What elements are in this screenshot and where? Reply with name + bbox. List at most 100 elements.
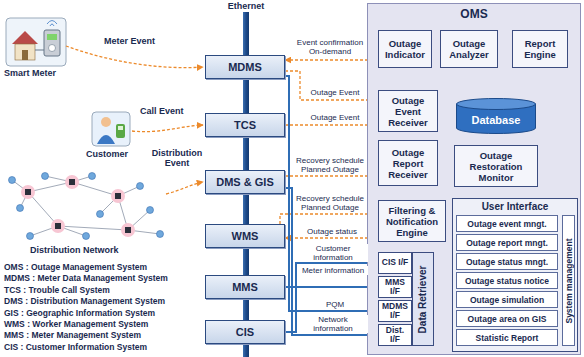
- smart-meter-icon-part: [22, 50, 28, 60]
- house-symbol-part: [89, 173, 96, 180]
- event-arrow: [66, 46, 203, 194]
- box-label: Outage Analyzer: [443, 38, 495, 60]
- box-label: Outage Restoration Monitor: [457, 150, 535, 183]
- menu-item: Outage status notice: [456, 272, 558, 289]
- system-box: TCS: [205, 113, 285, 137]
- menu-item: Statistic Report: [456, 329, 558, 346]
- module-box: Outage Analyzer: [440, 30, 498, 68]
- smart-meter-icon-part: [44, 30, 60, 56]
- event-connector: [285, 59, 378, 60]
- system-box: MDMS: [205, 55, 285, 79]
- customer-icon: [92, 112, 130, 146]
- box-label: Dist. I/F: [381, 326, 409, 345]
- system-box: DMS & GIS: [205, 170, 285, 194]
- data-link: [285, 286, 378, 288]
- event-arrow-part: [132, 125, 203, 132]
- smart-meter-icon-part: [12, 31, 38, 44]
- house-symbol-part: [157, 231, 164, 238]
- transformer-symbol-part: [65, 175, 79, 189]
- house-symbol-part: [27, 233, 34, 240]
- box-label: Outage event mngt.: [467, 219, 546, 229]
- retriever-bar: Data Retriever: [412, 252, 434, 346]
- edge-label: Network information: [298, 315, 368, 333]
- abbreviation: TCS : Trouble Call System: [4, 285, 202, 295]
- ui-panel: User InterfaceOutage event mngt. Outage r…: [452, 198, 578, 352]
- edge-label: Recovery schedule Planned Outage: [294, 194, 366, 212]
- house-symbol-part: [137, 183, 144, 190]
- bus-label: Ethernet: [222, 1, 270, 11]
- house-symbol-part: [83, 233, 90, 240]
- box-label: Outage Report Receiver: [381, 147, 435, 180]
- system-box: CIS: [205, 320, 285, 344]
- box-label: Outage simulation: [470, 295, 544, 305]
- house-symbol-part: [9, 177, 16, 184]
- icon-label: Smart Meter: [4, 68, 74, 78]
- menu-item: Outage report mngt.: [456, 234, 558, 251]
- system-box: WMS: [205, 224, 285, 248]
- transformer-symbol-part: [21, 185, 35, 199]
- box-label: MDMS: [228, 61, 262, 73]
- event-connector: [285, 175, 378, 176]
- box-label: System management: [564, 238, 574, 323]
- edge-label: Recovery schedule Planned Outage: [294, 156, 366, 174]
- module-box: Outage Report Receiver: [378, 140, 438, 186]
- oms-panel: OMSOutage IndicatorOutage AnalyzerReport…: [367, 3, 581, 355]
- data-link: [285, 188, 378, 335]
- distribution-network-part: [28, 182, 128, 230]
- transformer-symbol-part: [111, 189, 125, 203]
- panel-title: User Interface: [482, 201, 549, 212]
- smart-meter-icon-part: [35, 50, 44, 51]
- interface-box: MMS I/F: [378, 276, 412, 298]
- data-link: [285, 76, 378, 311]
- house-symbol-part: [97, 211, 104, 218]
- house-symbol: [9, 173, 164, 240]
- box-label: WMS: [232, 230, 259, 242]
- abbreviation: MMS : Meter Management System: [4, 330, 202, 340]
- box-label: DMS & GIS: [216, 176, 273, 188]
- module-box: Outage Event Receiver: [378, 90, 438, 132]
- edge-label: Customer information: [298, 244, 368, 262]
- database-cylinder: Database: [456, 98, 536, 134]
- box-label: MMS I/F: [381, 278, 409, 297]
- icon-label: Customer: [86, 149, 138, 159]
- box-label: Outage report mngt.: [466, 238, 548, 248]
- abbreviation: DMS : Distribution Management System: [4, 296, 202, 306]
- module-box: Filtering & Notification Engine: [378, 200, 446, 242]
- smart-meter-icon-part: [6, 18, 66, 66]
- event-arrow-part: [66, 46, 203, 68]
- smart-meter-icon-part: [47, 21, 57, 27]
- event-label: Meter Event: [104, 36, 166, 46]
- interface-box: CIS I/F: [378, 252, 412, 274]
- abbreviation: MDMS : Meter Data Management System: [4, 273, 202, 283]
- interface-box: Dist. I/F: [378, 324, 412, 346]
- distribution-network: [12, 176, 160, 236]
- smart-meter-icon: [6, 18, 66, 66]
- transformer-symbol-part: [51, 219, 65, 233]
- module-box: Outage Restoration Monitor: [454, 145, 538, 187]
- panel-title: OMS: [460, 7, 487, 21]
- event-label: Distribution Event: [150, 148, 204, 168]
- box-label: Statistic Report: [476, 333, 539, 343]
- event-arrow-part: [166, 182, 203, 194]
- abbreviation: GIS : Geographic Information System: [4, 308, 202, 318]
- transformer-symbol-part: [121, 223, 135, 237]
- smart-meter-icon-part: [49, 45, 56, 52]
- module-box: Outage Indicator: [378, 30, 432, 68]
- transformer-symbol-part: [69, 179, 75, 185]
- box-label: MDMS I/F: [381, 302, 409, 321]
- menu-item: Outage area on GIS: [456, 310, 558, 327]
- edge-label: Meter information: [298, 266, 368, 275]
- box-label: TCS: [234, 119, 256, 131]
- event-label: Call Event: [140, 106, 198, 116]
- box-label: Data Retriever: [418, 265, 429, 333]
- customer-icon-part: [92, 112, 130, 146]
- menu-item: Outage status mngt.: [456, 253, 558, 270]
- event-connector: [285, 237, 378, 238]
- customer-icon-part: [118, 126, 123, 130]
- abbreviation: OMS : Outage Management System: [4, 262, 202, 272]
- customer-icon-part: [97, 135, 115, 144]
- menu-item: Outage simulation: [456, 291, 558, 308]
- transformer-symbol-part: [115, 193, 121, 199]
- edge-label: Event confirmation On-demand: [294, 38, 366, 56]
